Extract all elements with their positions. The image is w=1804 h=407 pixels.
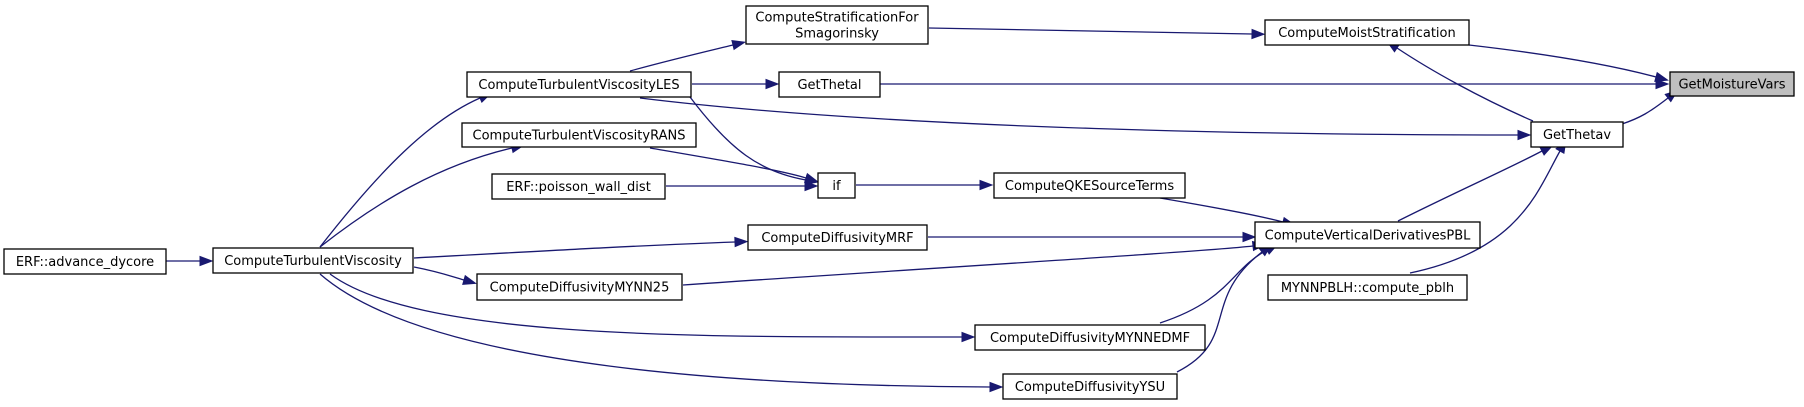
node-computeverticalderivativespbl[interactable]: ComputeVerticalDerivativesPBL: [1254, 221, 1481, 249]
node-label: ComputeDiffusivityYSU: [1015, 380, 1165, 395]
node-computemoiststratification[interactable]: ComputeMoistStratification: [1264, 19, 1470, 46]
edge-computeturbulentviscosity-to-computeturbulentviscosityles: [319, 92, 493, 248]
node-label: GetMoistureVars: [1678, 78, 1785, 93]
node-computediffusivitymrf[interactable]: ComputeDiffusivityMRF: [747, 224, 928, 251]
node-label: ComputeTurbulentViscosity: [224, 254, 402, 269]
arrowhead-icon: [961, 331, 976, 343]
arrowhead-icon: [979, 179, 994, 191]
node-label: ERF::advance_dycore: [16, 255, 154, 270]
node-label: ERF::poisson_wall_dist: [506, 180, 651, 195]
node-getmoisturevars[interactable]: GetMoistureVars: [1669, 71, 1795, 97]
nodes: GetMoistureVars ComputeMoistStratificatio…: [3, 5, 1795, 400]
node-erf-poisson-wall-dist[interactable]: ERF::poisson_wall_dist: [491, 173, 666, 200]
edge-getthetal-to-getmoisturevars: [880, 78, 1670, 90]
arrowhead-icon: [765, 78, 780, 90]
node-computeqkesourceterms[interactable]: ComputeQKESourceTerms: [993, 172, 1186, 199]
node-label: ComputeTurbulentViscosityRANS: [473, 129, 686, 144]
edge-erf-poisson-wall-dist-to-if: [666, 180, 819, 192]
edge-computemoiststratification-to-getmoisturevars: [1468, 44, 1669, 82]
node-label: ComputeDiffusivityMYNNEDMF: [990, 331, 1190, 346]
node-label: ComputeVerticalDerivativesPBL: [1265, 229, 1471, 244]
edge-computeturbulentviscosity-to-computediffusivitymynnedmf: [329, 273, 976, 343]
edge-computediffusivitymynnedmf-to-computeverticalderivativespbl: [1159, 243, 1279, 324]
edge-computediffusivityysu-to-computeverticalderivativespbl: [1176, 243, 1273, 373]
node-label: MYNNPBLH::compute_pblh: [1281, 281, 1454, 296]
edges: [166, 27, 1679, 393]
arrowhead-icon: [1654, 71, 1669, 82]
node-label: GetThetav: [1543, 128, 1611, 143]
node-label: ComputeDiffusivityMRF: [761, 231, 913, 246]
node-computeturbulentviscosityles[interactable]: ComputeTurbulentViscosityLES: [466, 71, 692, 98]
arrowhead-icon: [804, 174, 820, 186]
arrowhead-icon: [1517, 129, 1532, 141]
node-label: ComputeStratificationFor: [755, 11, 919, 26]
node-computeturbulentviscosityrans[interactable]: ComputeTurbulentViscosityRANS: [461, 122, 697, 148]
edge-getthetav-to-getmoisturevars: [1621, 89, 1679, 125]
node-computediffusivityysu[interactable]: ComputeDiffusivityYSU: [1002, 373, 1178, 400]
edge-computeturbulentviscosity-to-computediffusivityysu: [319, 273, 1004, 393]
node-label: if: [832, 179, 841, 194]
edge-computeturbulentviscosity-to-computediffusivitymynn25: [413, 266, 477, 285]
edge-computeturbulentviscosityles-to-getthetav: [639, 97, 1532, 141]
edge-computeturbulentviscosity-to-computediffusivitymrf: [413, 236, 749, 259]
arrowhead-icon: [1655, 78, 1670, 90]
edge-mynnpblh-compute-pblh-to-getthetav: [1409, 139, 1567, 274]
edge-computeturbulentviscosityles-to-computestratificationforsmagorinsky: [629, 40, 747, 72]
node-computeturbulentviscosity[interactable]: ComputeTurbulentViscosity: [212, 247, 414, 274]
node-label: ComputeTurbulentViscosityLES: [478, 78, 679, 93]
node-if[interactable]: if: [817, 172, 856, 199]
edge-getthetav-to-computemoiststratification: [1385, 40, 1534, 122]
arrowhead-icon: [1251, 28, 1266, 40]
edge-computeverticalderivativespbl-to-getthetav: [1397, 144, 1554, 222]
edge-erf-advance-dycore-to-computeturbulentviscosity: [166, 255, 214, 267]
arrowhead-icon: [734, 236, 749, 248]
node-label: ComputeMoistStratification: [1278, 26, 1456, 41]
arrowhead-icon: [1242, 231, 1257, 243]
edge-computediffusivitymrf-to-computeverticalderivativespbl: [928, 231, 1257, 243]
node-label: GetThetal: [797, 78, 861, 93]
arrowhead-icon: [989, 381, 1004, 393]
node-computediffusivitymynnedmf[interactable]: ComputeDiffusivityMYNNEDMF: [974, 324, 1206, 351]
node-erf-advance-dycore[interactable]: ERF::advance_dycore: [3, 248, 167, 275]
edge-if-to-computeqkesourceterms: [856, 179, 994, 191]
node-computediffusivitymynn25[interactable]: ComputeDiffusivityMYNN25: [476, 273, 683, 301]
arrowhead-icon: [462, 274, 477, 285]
arrowhead-icon: [731, 40, 747, 51]
node-label: ComputeDiffusivityMYNN25: [490, 281, 670, 296]
edge-computeturbulentviscosityles-to-getthetal: [692, 78, 780, 90]
edge-computestratificationforsmagorinsky-to-computemoiststratification: [928, 27, 1266, 40]
edge-computeturbulentviscosityles-to-if: [689, 96, 820, 186]
node-getthetal[interactable]: GetThetal: [778, 71, 881, 98]
arrowhead-icon: [199, 255, 214, 267]
node-label: Smagorinsky: [795, 27, 879, 42]
node-getthetav[interactable]: GetThetav: [1530, 121, 1624, 148]
node-mynnpblh-compute-pblh[interactable]: MYNNPBLH::compute_pblh: [1267, 274, 1468, 301]
node-label: ComputeQKESourceTerms: [1005, 179, 1174, 194]
